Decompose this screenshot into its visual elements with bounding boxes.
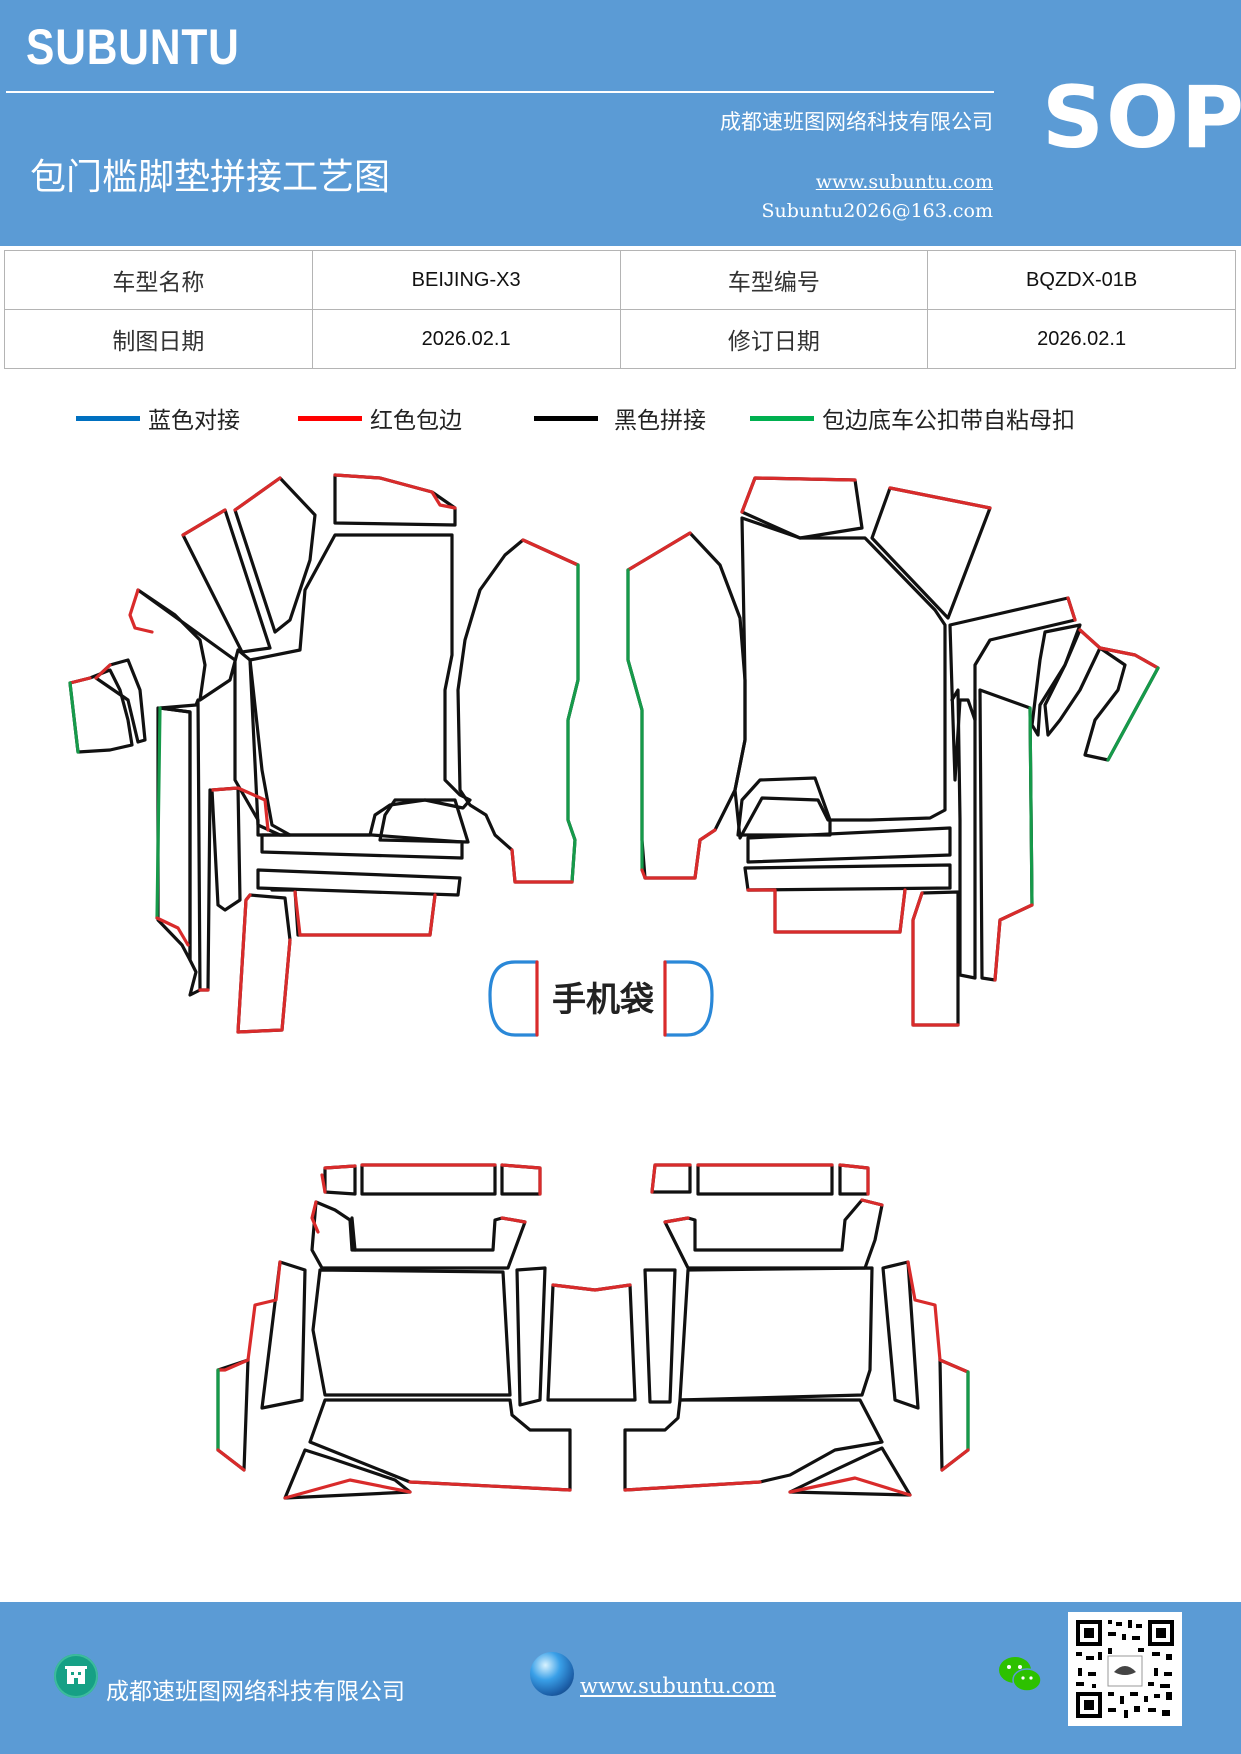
legend-label: 红色包边 (370, 408, 462, 434)
rear-left-mat-pieces (216, 1163, 637, 1500)
footer-banner: 成都速班图网络科技有限公司 www.subuntu.com (0, 1602, 1241, 1754)
value-model-code: BQZDX-01B (927, 250, 1236, 310)
table-row: 制图日期 2026.02.1 修订日期 2026.02.1 (4, 309, 1236, 369)
phone-bag-pieces (488, 960, 714, 1037)
value-model-name: BEIJING-X3 (311, 250, 621, 310)
website-link[interactable]: www.subuntu.com (815, 171, 993, 193)
table-row: 车型名称 BEIJING-X3 车型编号 BQZDX-01B (4, 250, 1236, 310)
legend-green: 包边底车公扣带自粘母扣 (750, 403, 1075, 434)
front-right-mat-pieces (626, 476, 1160, 1027)
value-revision-date: 2026.02.1 (927, 309, 1236, 369)
legend-swatch-red (298, 415, 362, 421)
legend-label: 包边底车公扣带自粘母扣 (822, 408, 1075, 434)
legend-label: 黑色拼接 (614, 408, 706, 434)
legend-swatch-green (750, 415, 814, 421)
email-address: Subuntu2026@163.com (761, 200, 993, 222)
wechat-icon (996, 1654, 1044, 1696)
header-divider (6, 91, 994, 93)
phone-bag-label: 手机袋 (552, 980, 654, 1020)
header-banner: SUBUNTU 成都速班图网络科技有限公司 包门槛脚垫拼接工艺图 www.sub… (0, 0, 1241, 246)
globe-icon (530, 1652, 574, 1696)
value-draw-date: 2026.02.1 (311, 309, 621, 369)
legend-swatch-black (534, 415, 598, 421)
label-model-name: 车型名称 (4, 250, 313, 310)
floor-mat-splicing-diagram: 手机袋 (68, 473, 1160, 1500)
rear-right-mat-pieces (623, 1163, 970, 1497)
vehicle-info-table: 车型名称 BEIJING-X3 车型编号 BQZDX-01B 制图日期 2026… (4, 250, 1236, 369)
brand-logo: SUBUNTU (26, 19, 240, 75)
legend-label: 蓝色对接 (148, 408, 240, 434)
legend-blue: 蓝色对接 (76, 403, 240, 434)
qr-code (1068, 1612, 1182, 1726)
legend-swatch-blue (76, 415, 140, 421)
front-left-mat-pieces (68, 473, 580, 1034)
label-model-code: 车型编号 (619, 250, 929, 310)
company-name: 成都速班图网络科技有限公司 (720, 110, 993, 134)
document-title: 包门槛脚垫拼接工艺图 (30, 157, 391, 198)
legend-red: 红色包边 (298, 403, 462, 434)
footer-website-link[interactable]: www.subuntu.com (580, 1674, 776, 1698)
label-draw-date: 制图日期 (4, 309, 313, 369)
doc-type-label: SOP (1042, 68, 1241, 168)
building-icon (54, 1654, 98, 1698)
footer-company-name: 成都速班图网络科技有限公司 (106, 1679, 405, 1705)
legend-black: 黑色拼接 (534, 403, 706, 434)
label-revision-date: 修订日期 (619, 309, 929, 369)
